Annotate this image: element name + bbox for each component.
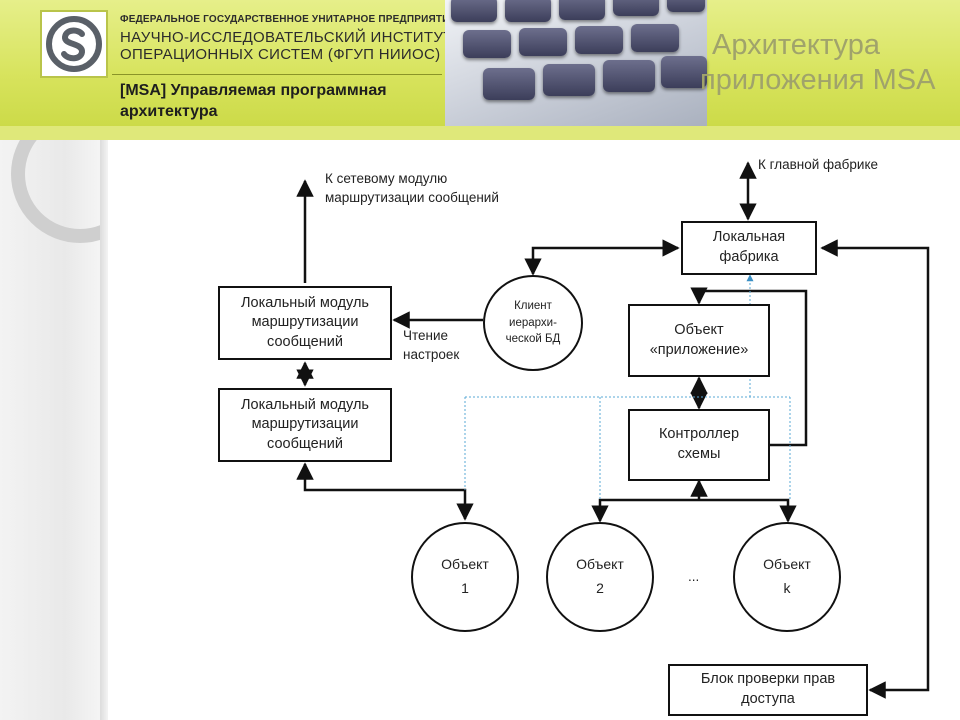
- object-k-number: k: [783, 580, 791, 596]
- box-scheme-controller-text: Контроллер схемы: [658, 426, 740, 462]
- objects-ellipsis: ...: [688, 569, 700, 584]
- arrow-objects-bus: [591, 498, 797, 523]
- arrow-client-factory: [524, 239, 680, 276]
- object-1-number: 1: [461, 580, 469, 596]
- brand-line-2: приложения MSA: [700, 63, 936, 96]
- label-read-settings: Чтение настроек: [403, 328, 460, 362]
- arrow-factory-access: [820, 239, 930, 699]
- organization-name: ФЕДЕРАЛЬНОЕ ГОСУДАРСТВЕННОЕ УНИТАРНОЕ ПР…: [120, 14, 456, 63]
- header-banner: ФЕДЕРАЛЬНОЕ ГОСУДАРСТВЕННОЕ УНИТАРНОЕ ПР…: [0, 0, 960, 140]
- box-local-router-bottom: Локальный модуль маршрутизации сообщений: [218, 388, 392, 462]
- circle-client-text: Клиент иерархи- ческой БД: [505, 299, 561, 346]
- header-divider: [112, 74, 442, 75]
- box-app-object: Объект «приложение»: [628, 304, 770, 377]
- brand-line-1: Архитектура: [712, 29, 880, 61]
- org-line-2: НАУЧНО-ИССЛЕДОВАТЕЛЬСКИЙ ИНСТИТУТ: [120, 28, 453, 46]
- institute-logo-icon: [40, 10, 108, 78]
- circle-object-1: Объект 1: [411, 522, 519, 632]
- presentation-topic: [MSA] Управляемая программная архитектур…: [120, 82, 387, 121]
- arrow-controller-app: [690, 287, 808, 447]
- box-local-factory: Локальная фабрика: [681, 221, 817, 275]
- object-1-name: Объект: [441, 556, 489, 573]
- box-access-check: Блок проверки прав доступа: [668, 664, 868, 716]
- box-local-router-bottom-text: Локальный модуль маршрутизации сообщений: [240, 396, 369, 452]
- box-app-object-text: Объект «приложение»: [649, 321, 749, 358]
- label-to-main-factory: К главной фабрике: [758, 157, 879, 172]
- object-2-name: Объект: [576, 556, 624, 573]
- arrow-router-object1: [296, 462, 474, 521]
- org-line-3: ОПЕРАЦИОННЫХ СИСТЕМ (ФГУП НИИОС): [120, 45, 441, 63]
- box-local-router-top: Локальный модуль маршрутизации сообщений: [218, 286, 392, 360]
- box-scheme-controller: Контроллер схемы: [628, 409, 770, 481]
- box-access-check-text: Блок проверки прав доступа: [700, 671, 836, 707]
- object-2-number: 2: [596, 580, 604, 596]
- slide-brand-title: Архитектура приложения MSA: [700, 28, 935, 98]
- circle-object-2: Объект 2: [546, 522, 654, 632]
- header-bottom-strip: [0, 126, 960, 140]
- label-to-network-router: К сетевому модулю маршрутизации сообщени…: [325, 171, 499, 205]
- keyboard-photo: [445, 0, 707, 126]
- left-decoration: [0, 140, 108, 720]
- box-local-factory-text: Локальная фабрика: [712, 229, 786, 265]
- org-line-1: ФЕДЕРАЛЬНОЕ ГОСУДАРСТВЕННОЕ УНИТАРНОЕ ПР…: [120, 14, 457, 25]
- circle-hierarchical-db-client: Клиент иерархи- ческой БД: [483, 275, 583, 371]
- box-local-router-top-text: Локальный модуль маршрутизации сообщений: [240, 294, 369, 350]
- object-k-name: Объект: [763, 556, 811, 573]
- circle-object-k: Объект k: [733, 522, 841, 632]
